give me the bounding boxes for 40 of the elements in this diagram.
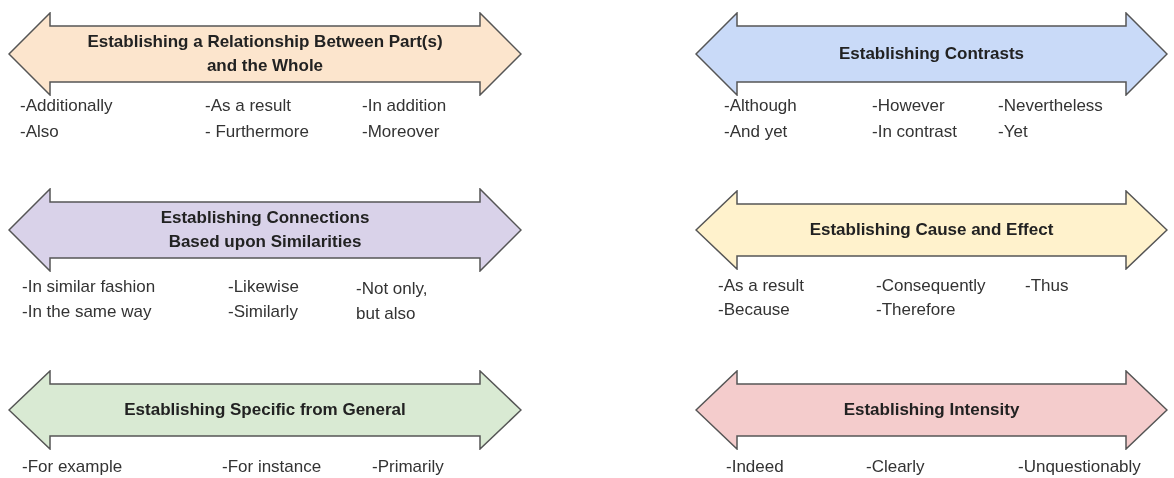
transition-word: -Not only, but also [356, 278, 429, 325]
transition-word: -Yet [998, 121, 1028, 143]
arrow-heading: Establishing Specific from General [124, 399, 406, 421]
double-arrow [695, 370, 1168, 450]
transition-word: - Furthermore [205, 121, 309, 143]
transition-word: -As a result [718, 275, 804, 297]
transition-word: -In addition [362, 95, 447, 117]
arrow-heading: Establishing Cause and Effect [809, 219, 1054, 241]
transition-word: -Thus [1025, 275, 1069, 297]
transition-word: -Consequently [876, 275, 986, 297]
transition-word: -Indeed [726, 456, 784, 478]
arrow-heading: Establishing a Relationship Between Part(s) and the Whole [86, 31, 444, 77]
transition-word: -And yet [724, 121, 788, 143]
transition-word: -Unquestionably [1018, 456, 1141, 478]
transition-word: -Therefore [876, 299, 956, 321]
transition-word: -Also [20, 121, 59, 143]
transition-word: -Clearly [866, 456, 925, 478]
double-arrow [8, 370, 522, 450]
double-arrow [695, 190, 1168, 270]
transition-word: -For example [22, 456, 123, 478]
transition-word: -Because [718, 299, 790, 321]
transition-word: -Primarily [372, 456, 444, 478]
transition-word: -Moreover [362, 121, 440, 143]
transition-word: -Additionally [20, 95, 113, 117]
double-arrow [695, 12, 1168, 96]
arrow-heading: Establishing Intensity [843, 399, 1020, 421]
double-arrow [8, 188, 522, 272]
transition-word: -In similar fashion [22, 276, 156, 298]
transition-word: -In the same way [22, 301, 152, 323]
arrow-heading: Establishing Connections Based upon Similarities [159, 207, 371, 253]
transition-word: -Nevertheless [998, 95, 1103, 117]
double-arrow [8, 12, 522, 96]
transition-word: -Although [724, 95, 797, 117]
transition-word: -Likewise [228, 276, 299, 298]
arrow-heading: Establishing Contrasts [838, 43, 1025, 65]
transition-word: -However [872, 95, 945, 117]
transition-word: -Similarly [228, 301, 298, 323]
transition-word: -As a result [205, 95, 291, 117]
transition-word: -For instance [222, 456, 322, 478]
transition-word: -In contrast [872, 121, 958, 143]
